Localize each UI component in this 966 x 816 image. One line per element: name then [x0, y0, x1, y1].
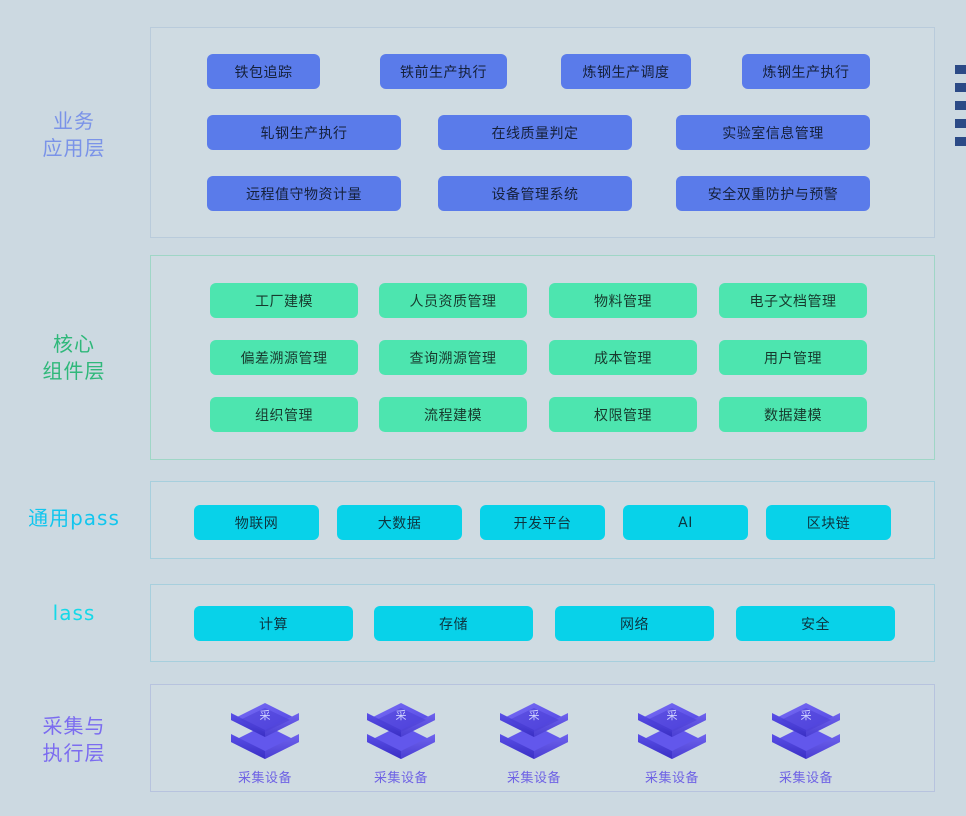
chip-business-2-1[interactable]: 设备管理系统 [438, 176, 632, 211]
edge-marker-icon [955, 101, 966, 110]
device-item[interactable]: 采 采集设备 [346, 699, 456, 786]
chip-core-0-1[interactable]: 人员资质管理 [379, 283, 527, 318]
chip-iaas-0-0[interactable]: 计算 [194, 606, 353, 641]
device-glyph: 采 [666, 709, 678, 722]
chip-paas-0-1[interactable]: 大数据 [337, 505, 462, 540]
edge-marker-icon [955, 65, 966, 74]
device-glyph: 采 [395, 709, 407, 722]
chip-core-1-3[interactable]: 用户管理 [719, 340, 867, 375]
chip-iaas-0-3[interactable]: 安全 [736, 606, 895, 641]
layer-label-iaas: lass [52, 601, 96, 625]
device-glyph: 采 [259, 709, 271, 722]
chip-business-2-2[interactable]: 安全双重防护与预警 [676, 176, 870, 211]
collection-device-icon: 采 [496, 699, 572, 761]
chip-core-1-2[interactable]: 成本管理 [549, 340, 697, 375]
chip-core-0-2[interactable]: 物料管理 [549, 283, 697, 318]
device-item[interactable]: 采 采集设备 [617, 699, 727, 786]
edge-marker-icon [955, 119, 966, 128]
edge-marker-icon [955, 83, 966, 92]
device-caption: 采集设备 [237, 771, 292, 786]
device-caption: 采集设备 [373, 771, 428, 786]
device-glyph: 采 [528, 709, 540, 722]
chip-iaas-0-1[interactable]: 存储 [374, 606, 533, 641]
layer-label-business-application: 业务 应用层 [42, 109, 106, 160]
chip-business-1-1[interactable]: 在线质量判定 [438, 115, 632, 150]
device-caption: 采集设备 [778, 771, 833, 786]
collection-device-icon: 采 [363, 699, 439, 761]
chip-iaas-0-2[interactable]: 网络 [555, 606, 714, 641]
chip-core-1-0[interactable]: 偏差溯源管理 [210, 340, 358, 375]
chip-business-1-2[interactable]: 实验室信息管理 [676, 115, 870, 150]
chip-core-2-0[interactable]: 组织管理 [210, 397, 358, 432]
chip-paas-0-2[interactable]: 开发平台 [480, 505, 605, 540]
device-item[interactable]: 采 采集设备 [751, 699, 861, 786]
collection-device-icon: 采 [634, 699, 710, 761]
device-caption: 采集设备 [506, 771, 561, 786]
chip-core-2-1[interactable]: 流程建模 [379, 397, 527, 432]
edge-marker-icon [955, 137, 966, 146]
chip-business-0-1[interactable]: 铁前生产执行 [380, 54, 507, 89]
layer-label-core-component: 核心 组件层 [42, 332, 106, 383]
device-glyph: 采 [800, 709, 812, 722]
chip-business-0-3[interactable]: 炼钢生产执行 [742, 54, 870, 89]
chip-paas-0-3[interactable]: AI [623, 505, 748, 540]
chip-core-0-3[interactable]: 电子文档管理 [719, 283, 867, 318]
chip-paas-0-4[interactable]: 区块链 [766, 505, 891, 540]
layer-label-general-paas: 通用pass [28, 506, 120, 530]
collection-device-icon: 采 [768, 699, 844, 761]
device-item[interactable]: 采 采集设备 [210, 699, 320, 786]
chip-paas-0-0[interactable]: 物联网 [194, 505, 319, 540]
chip-core-2-3[interactable]: 数据建模 [719, 397, 867, 432]
chip-core-2-2[interactable]: 权限管理 [549, 397, 697, 432]
layer-label-acquisition-execution: 采集与 执行层 [42, 714, 106, 765]
chip-business-0-0[interactable]: 铁包追踪 [207, 54, 320, 89]
chip-core-1-1[interactable]: 查询溯源管理 [379, 340, 527, 375]
device-caption: 采集设备 [644, 771, 699, 786]
chip-business-2-0[interactable]: 远程值守物资计量 [207, 176, 401, 211]
chip-business-0-2[interactable]: 炼钢生产调度 [561, 54, 691, 89]
chip-business-1-0[interactable]: 轧钢生产执行 [207, 115, 401, 150]
collection-device-icon: 采 [227, 699, 303, 761]
chip-core-0-0[interactable]: 工厂建模 [210, 283, 358, 318]
device-item[interactable]: 采 采集设备 [479, 699, 589, 786]
